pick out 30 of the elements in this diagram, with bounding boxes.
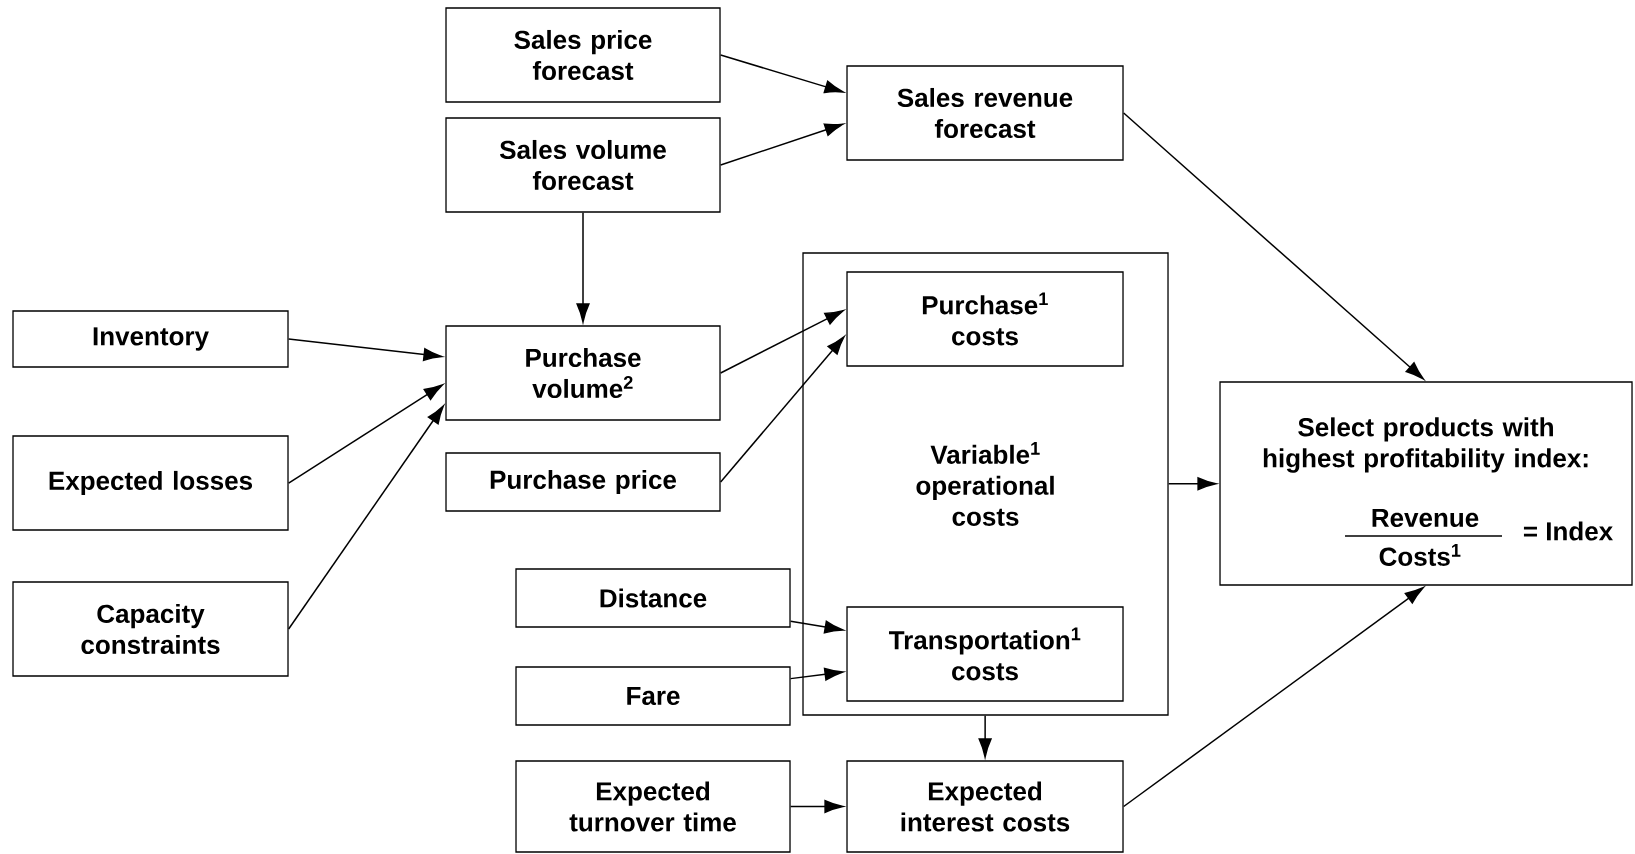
process-box: Transportation$^{1}$ costs bbox=[846, 606, 1124, 702]
arrow bbox=[789, 667, 844, 681]
process-box: Expected turnover time bbox=[515, 760, 791, 853]
process-box: Sales price forecast bbox=[445, 7, 721, 103]
process-box: Sales revenue forecast bbox=[846, 65, 1124, 161]
process-box: Purchase volume$^{2}$ bbox=[445, 325, 721, 421]
arrow bbox=[789, 620, 844, 634]
arrow bbox=[719, 54, 844, 94]
process-box: Fare bbox=[515, 666, 791, 726]
arrow bbox=[719, 123, 844, 166]
arrow bbox=[576, 211, 590, 323]
process-box: Purchase price bbox=[445, 452, 721, 512]
process-box: Capacity constraints bbox=[12, 581, 289, 677]
arrow bbox=[1167, 477, 1217, 491]
arrow bbox=[1122, 112, 1425, 380]
result-box: Select products with highest profitability index: Revenue Costs$^{1}$ = Index bbox=[1219, 381, 1633, 586]
arrow bbox=[287, 338, 443, 362]
process-box: Expected interest costs bbox=[846, 760, 1124, 853]
process-box: Sales volume forecast bbox=[445, 117, 721, 213]
process-box: Purchase$^{1}$ costs bbox=[846, 271, 1124, 367]
process-box: Expected losses bbox=[12, 435, 289, 531]
arrow bbox=[287, 384, 444, 484]
arrow bbox=[719, 309, 844, 374]
arrow bbox=[978, 714, 992, 758]
process-box: Distance bbox=[515, 568, 791, 628]
arrow bbox=[1122, 587, 1424, 808]
arrow bbox=[719, 336, 845, 483]
arrow bbox=[287, 405, 445, 630]
process-box: Inventory bbox=[12, 310, 289, 368]
arrow bbox=[789, 799, 844, 814]
